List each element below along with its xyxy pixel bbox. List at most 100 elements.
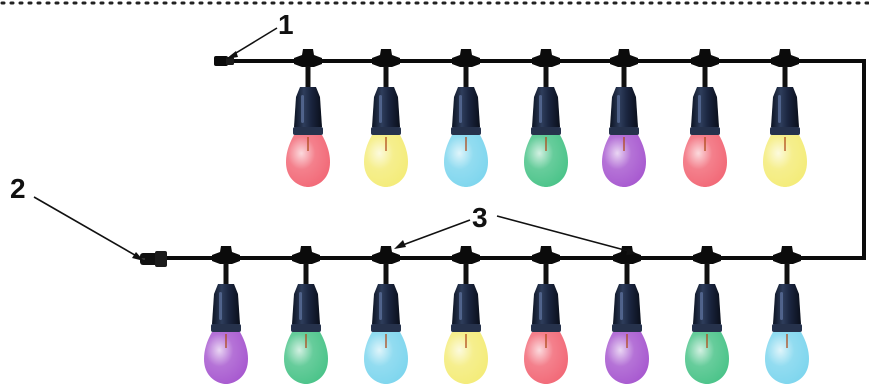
socket-ring <box>531 127 561 135</box>
socket-ring <box>211 324 241 332</box>
socket-highlight <box>780 292 783 320</box>
cable-t-connector <box>372 246 400 264</box>
callout-2: 2 <box>10 173 144 261</box>
bulb-shine <box>286 135 330 187</box>
cable-t-connector <box>372 49 400 67</box>
top-bulb-4 <box>524 49 568 187</box>
socket-highlight <box>778 95 781 123</box>
socket-highlight <box>459 95 462 123</box>
socket-highlight <box>698 95 701 123</box>
bulb-shine <box>524 332 568 384</box>
cable-t-connector <box>610 49 638 67</box>
socket-ring <box>451 127 481 135</box>
socket-ring <box>692 324 722 332</box>
drop-wire <box>463 66 469 88</box>
socket-highlight <box>379 292 382 320</box>
socket-highlight <box>219 292 222 320</box>
bulb-socket <box>773 284 801 324</box>
bulb-shine <box>685 332 729 384</box>
bottom-bulb-5 <box>524 246 568 384</box>
cable-t-connector <box>691 49 719 67</box>
socket-ring <box>770 127 800 135</box>
callout-3-label: 3 <box>472 202 488 233</box>
socket-ring <box>291 324 321 332</box>
drop-wire <box>305 66 311 88</box>
bulb-shine <box>204 332 248 384</box>
socket-ring <box>690 127 720 135</box>
drop-wire <box>223 263 229 285</box>
bulb-shine <box>444 332 488 384</box>
bulb-shine <box>765 332 809 384</box>
cable-t-connector <box>292 246 320 264</box>
cable-t-connector <box>212 246 240 264</box>
callout-1-arrowhead <box>226 51 238 59</box>
socket-ring <box>612 324 642 332</box>
bulb-socket <box>212 284 240 324</box>
socket-highlight <box>299 292 302 320</box>
drop-wire <box>702 66 708 88</box>
drop-wire <box>303 263 309 285</box>
bulb-shine <box>444 135 488 187</box>
drop-wire <box>463 263 469 285</box>
callout-1-label: 1 <box>278 9 294 40</box>
top-bulb-3 <box>444 49 488 187</box>
callout-1-leader <box>230 27 278 57</box>
callout-2-arrowhead <box>132 252 144 261</box>
bulb-socket <box>452 284 480 324</box>
drop-wire <box>383 66 389 88</box>
cable-t-connector <box>771 49 799 67</box>
bottom-bulb-6 <box>605 246 649 384</box>
bulb-socket <box>532 284 560 324</box>
callout-1: 1 <box>226 9 294 59</box>
callout-3-arrowhead <box>394 240 406 249</box>
cable-loop <box>165 59 866 260</box>
top-bulb-2 <box>364 49 408 187</box>
drop-wire <box>704 263 710 285</box>
drop-wire <box>621 66 627 88</box>
socket-highlight <box>301 95 304 123</box>
callout-2-leader <box>33 196 141 259</box>
bulb-shine <box>364 332 408 384</box>
callout-3: 3 <box>394 202 637 255</box>
cable-t-connector <box>532 246 560 264</box>
bulb-socket <box>610 87 638 127</box>
top-bulb-6 <box>683 49 727 187</box>
cable-t-connector <box>452 246 480 264</box>
callout-3-leader-left <box>399 219 471 247</box>
cable-t-connector <box>452 49 480 67</box>
drop-wire <box>782 66 788 88</box>
bulb-shine <box>524 135 568 187</box>
bottom-bulb-4 <box>444 246 488 384</box>
bulb-socket <box>613 284 641 324</box>
socket-ring <box>293 127 323 135</box>
bottom-bulb-row <box>204 246 809 384</box>
socket-highlight <box>379 95 382 123</box>
bulb-shine <box>763 135 807 187</box>
socket-ring <box>451 324 481 332</box>
drop-wire <box>543 66 549 88</box>
bottom-bulb-1 <box>204 246 248 384</box>
socket-highlight <box>617 95 620 123</box>
socket-highlight <box>539 95 542 123</box>
bulb-socket <box>294 87 322 127</box>
bulb-socket <box>372 284 400 324</box>
cable-t-connector <box>532 49 560 67</box>
bulb-socket <box>693 284 721 324</box>
bulb-shine <box>602 135 646 187</box>
socket-highlight <box>539 292 542 320</box>
top-bulb-1 <box>286 49 330 187</box>
bottom-bulb-7 <box>685 246 729 384</box>
socket-ring <box>371 324 401 332</box>
bulb-socket <box>532 87 560 127</box>
bulb-socket <box>691 87 719 127</box>
socket-ring <box>609 127 639 135</box>
bulb-shine <box>364 135 408 187</box>
end-plug <box>214 56 234 66</box>
callout-3-arrowhead-right <box>626 248 637 255</box>
socket-ring <box>371 127 401 135</box>
callout-2-label: 2 <box>10 173 26 204</box>
input-connector <box>140 251 167 267</box>
drop-wire <box>624 263 630 285</box>
cable-t-connector <box>294 49 322 67</box>
